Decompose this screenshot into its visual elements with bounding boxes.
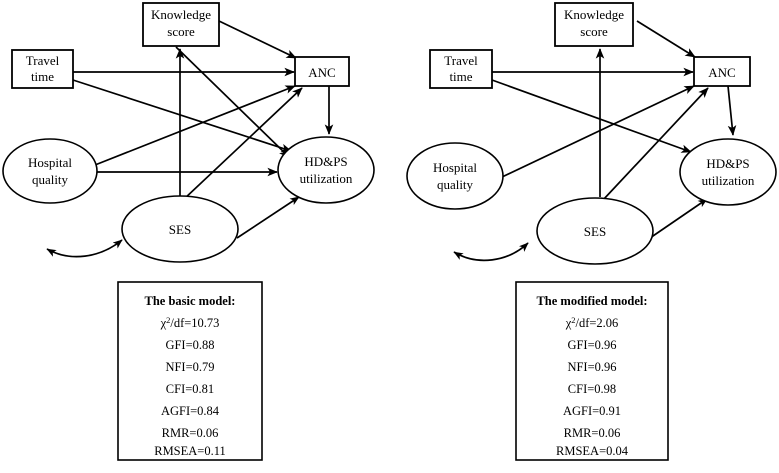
fit-title-modified: The modified model:: [536, 294, 647, 308]
node-ses-basic[interactable]: SES: [121, 195, 239, 263]
hdps-label-line2-mod: utilization: [702, 173, 755, 188]
fit-rmr-basic: RMR=0.06: [162, 426, 219, 440]
edge-ses-to-hdps-mod: [649, 198, 708, 239]
chi-superscript-mod: 2: [571, 315, 575, 325]
chi-superscript: 2: [166, 315, 170, 325]
fit-cfi-basic: CFI=0.81: [166, 382, 214, 396]
edge-knowledge-to-anc-mod: [636, 20, 696, 58]
edge-hospital-to-anc: [94, 85, 296, 166]
hdps-label-line1-mod: HD&PS: [706, 156, 749, 171]
chi-rest: /df=10.73: [170, 316, 219, 330]
chi-rest-mod: /df=2.06: [576, 316, 619, 330]
node-knowledge-score-modified[interactable]: Knowledge score: [554, 2, 634, 47]
fit-gfi-modified: GFI=0.96: [567, 338, 616, 352]
edges-basic: [46, 20, 334, 258]
edge-ses-to-hdps: [236, 196, 300, 239]
anc-label-mod: ANC: [708, 65, 735, 80]
panel-basic: Knowledge score Travel time ANC Hospital…: [2, 2, 375, 461]
travel-time-label-line1: Travel: [26, 53, 60, 68]
node-travel-time-basic[interactable]: Travel time: [11, 49, 74, 89]
fit-nfi-basic: NFI=0.79: [165, 360, 214, 374]
edge-hospital-ses-covariance-mod: [453, 242, 529, 262]
hdps-label-line2: utilization: [300, 171, 353, 186]
fit-chi-modified: χ2/df=2.06: [565, 315, 619, 330]
node-hdps-utilization-basic[interactable]: HD&PS utilization: [277, 136, 375, 204]
edge-knowledge-to-anc: [218, 20, 297, 59]
fit-rmr-modified: RMR=0.06: [564, 426, 621, 440]
hospital-quality-label-line1: Hospital: [28, 155, 72, 170]
edges-modified: [453, 20, 737, 262]
fit-agfi-basic: AGFI=0.84: [161, 404, 220, 418]
fit-agfi-modified: AGFI=0.91: [563, 404, 621, 418]
fit-rmsea-modified: RMSEA=0.04: [556, 444, 629, 458]
node-travel-time-modified[interactable]: Travel time: [429, 49, 493, 89]
hospital-quality-label-line2-mod: quality: [437, 177, 474, 192]
knowledge-score-label-line2-mod: score: [580, 24, 608, 39]
chi-symbol: χ: [160, 316, 167, 330]
travel-time-label-line1-mod: Travel: [444, 53, 478, 68]
ses-label: SES: [169, 222, 191, 237]
fit-chi-basic: χ2/df=10.73: [160, 315, 220, 330]
fit-gfi-basic: GFI=0.88: [165, 338, 214, 352]
node-ses-modified[interactable]: SES: [536, 197, 654, 265]
fit-nfi-modified: NFI=0.96: [567, 360, 616, 374]
fit-box-modified: The modified model: χ2/df=2.06 GFI=0.96 …: [515, 281, 669, 461]
node-hospital-quality-modified[interactable]: Hospital quality: [406, 142, 504, 210]
chi-symbol-mod: χ: [565, 316, 572, 330]
edge-anc-to-hdps-mod: [727, 85, 737, 136]
fit-box-basic: The basic model: χ2/df=10.73 GFI=0.88 NF…: [117, 281, 263, 461]
edge-ses-to-anc-mod: [602, 87, 709, 201]
knowledge-score-label-line1-mod: Knowledge: [564, 7, 624, 22]
edge-travel-to-hdps: [72, 79, 292, 153]
fit-rmsea-basic: RMSEA=0.11: [154, 444, 226, 458]
edge-hospital-to-anc-mod: [501, 85, 695, 178]
travel-time-label-line2: time: [31, 69, 54, 84]
node-hospital-quality-basic[interactable]: Hospital quality: [2, 138, 98, 204]
node-anc-basic[interactable]: ANC: [294, 56, 350, 87]
node-knowledge-score-basic[interactable]: Knowledge score: [142, 2, 220, 47]
travel-time-label-line2-mod: time: [449, 69, 472, 84]
knowledge-score-label-line2: score: [167, 24, 195, 39]
ses-label-mod: SES: [584, 224, 606, 239]
edge-knowledge-to-hdps: [175, 46, 290, 158]
fit-cfi-modified: CFI=0.98: [568, 382, 616, 396]
knowledge-score-label-line1: Knowledge: [151, 7, 211, 22]
edge-hospital-ses-covariance: [46, 239, 123, 258]
edge-ses-to-anc: [182, 87, 303, 201]
node-anc-modified[interactable]: ANC: [693, 56, 751, 87]
anc-label: ANC: [308, 65, 335, 80]
fit-title-basic: The basic model:: [145, 294, 236, 308]
node-hdps-utilization-modified[interactable]: HD&PS utilization: [679, 138, 777, 206]
hospital-quality-label-line1-mod: Hospital: [433, 160, 477, 175]
edge-travel-to-hdps-mod: [491, 79, 692, 153]
hdps-label-line1: HD&PS: [304, 154, 347, 169]
hospital-quality-label-line2: quality: [32, 172, 69, 187]
panel-modified: Knowledge score Travel time ANC Hospital…: [406, 2, 777, 461]
